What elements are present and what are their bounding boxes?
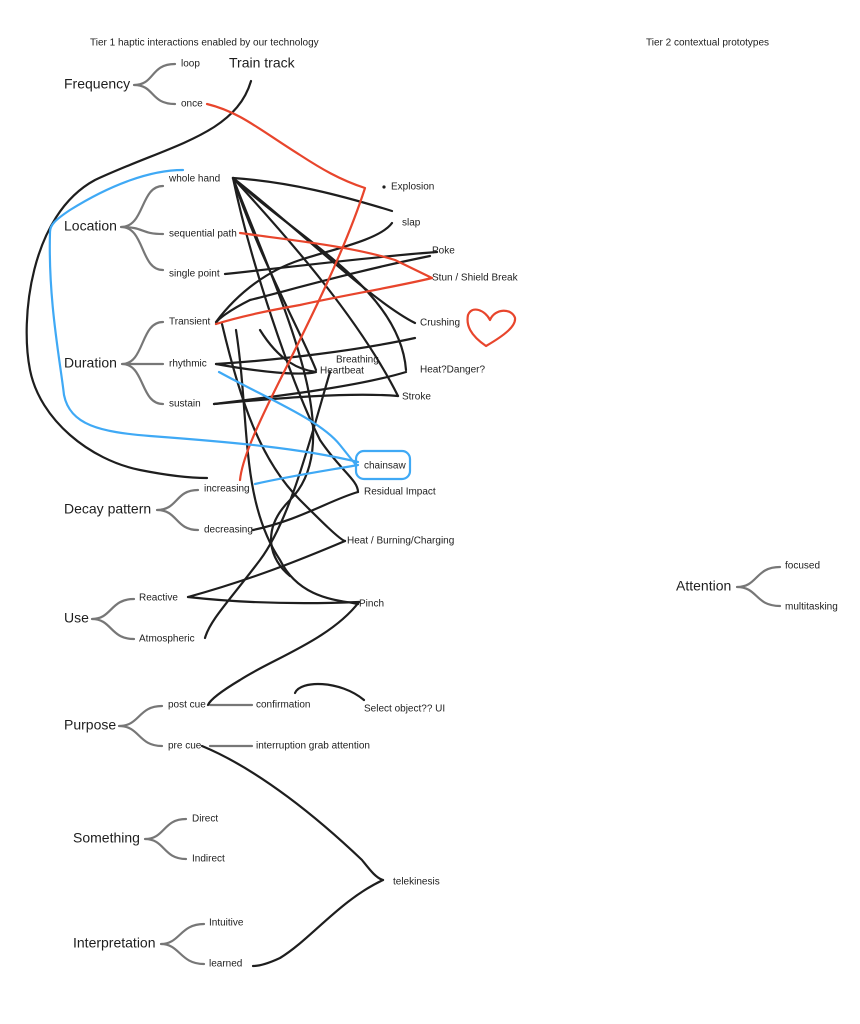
option-multitasking: multitasking [785, 602, 838, 613]
option-reactive: Reactive [139, 593, 178, 604]
category-something: Something [73, 830, 140, 846]
black-connection-strokes [25, 79, 439, 968]
prototype-stroke: Stroke [402, 392, 431, 403]
prototype-crushing: Crushing [420, 318, 460, 329]
prototype-train-track: Train track [229, 55, 296, 71]
prototype-heat-danger: Heat?Danger? [420, 365, 485, 376]
option-confirmation: confirmation [256, 700, 310, 711]
category-location: Location [64, 218, 117, 234]
option-direct: Direct [192, 814, 218, 825]
option-sequential-path: sequential path [169, 229, 237, 240]
option-loop: loop [181, 59, 200, 70]
option-decreasing: decreasing [204, 525, 253, 536]
option-transient: Transient [169, 317, 211, 328]
prototype-residual-impact: Residual Impact [364, 487, 436, 498]
prototype-poke: Poke [432, 246, 455, 257]
category-duration: Duration [64, 355, 117, 371]
category-frequency: Frequency [64, 76, 130, 92]
option-post-cue: post cue [168, 700, 206, 711]
prototype-chainsaw: chainsaw [364, 461, 406, 472]
prototype-telekinesis: telekinesis [393, 877, 440, 888]
prototype-heat-burning: Heat / Burning/Charging [347, 536, 454, 547]
chainsaw-highlight-box [354, 449, 412, 481]
option-pre-cue: pre cue [168, 741, 202, 752]
category-decay-pattern: Decay pattern [64, 501, 151, 517]
prototype-stun: Stun / Shield Break [432, 273, 519, 284]
category-labels: Frequency loop once Location whole hand … [64, 59, 838, 970]
option-increasing: increasing [204, 484, 250, 495]
option-single-point: single point [169, 269, 220, 280]
category-attention: Attention [676, 578, 731, 594]
category-interpretation: Interpretation [73, 935, 156, 951]
prototype-labels: Train track Explosion slap Poke Stun / S… [229, 55, 519, 888]
tier2-header: Tier 2 contextual prototypes [646, 38, 769, 49]
option-learned: learned [209, 959, 242, 970]
category-use: Use [64, 610, 89, 626]
option-focused: focused [785, 561, 820, 572]
option-sustain: sustain [169, 399, 201, 410]
heart-doodle [466, 308, 517, 348]
red-connection-strokes [205, 102, 517, 482]
prototype-explosion: Explosion [391, 182, 434, 193]
option-indirect: Indirect [192, 854, 225, 865]
option-intuitive: Intuitive [209, 918, 244, 929]
explosion-bullet [382, 185, 386, 189]
branch-connectors [90, 62, 782, 966]
option-rhythmic: rhythmic [169, 359, 207, 370]
option-once: once [181, 99, 203, 110]
prototype-breathing: Breathing [336, 355, 379, 366]
prototype-slap: slap [402, 218, 421, 229]
tier1-header: Tier 1 haptic interactions enabled by ou… [90, 38, 319, 49]
option-whole-hand: whole hand [168, 174, 220, 185]
option-atmospheric: Atmospheric [139, 634, 195, 645]
category-purpose: Purpose [64, 717, 116, 733]
prototype-select-object: Select object?? UI [364, 704, 445, 715]
option-interruption: interruption grab attention [256, 741, 370, 752]
blue-connection-strokes [48, 168, 412, 486]
prototype-heartbeat: Heartbeat [320, 366, 364, 377]
prototype-pinch: Pinch [359, 599, 384, 610]
